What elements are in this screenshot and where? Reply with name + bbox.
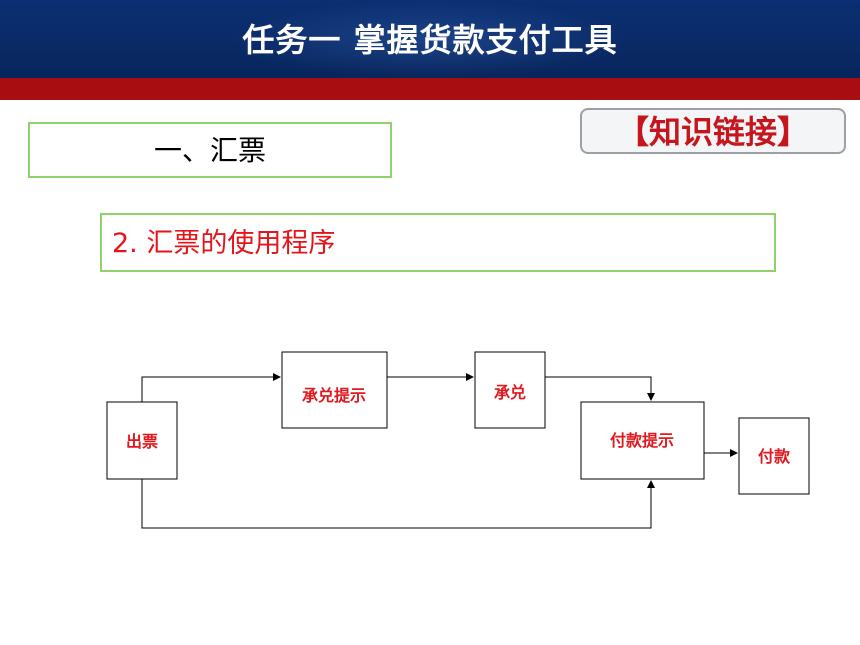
title-bar-glow <box>230 0 630 78</box>
title-bar: 任务一 掌握货款支付工具 <box>0 0 860 78</box>
node-acceptance-presentment-box <box>281 351 388 429</box>
arrow-issue-to-acceptance-presentment <box>141 373 281 402</box>
arrow-acceptance-to-payment-presentment <box>545 376 655 401</box>
node-payment-box <box>738 417 810 495</box>
node-acceptance-presentment-label: 承兑提示 <box>302 386 366 405</box>
knowledge-link-label: 【知识链接】 <box>616 113 809 151</box>
page-title: 任务一 掌握货款支付工具 <box>242 21 618 59</box>
arrow-issue-to-payment-presentment <box>141 479 655 529</box>
section-heading: 一、汇票 <box>153 134 266 167</box>
accent-bar <box>0 78 860 100</box>
node-acceptance-label: 承兑 <box>494 383 526 402</box>
section-heading-box: 一、汇票 <box>28 122 392 178</box>
node-issue-label: 出票 <box>126 432 158 451</box>
knowledge-link-tag: 【知识链接】 <box>580 108 846 154</box>
subsection-heading-box: 2. 汇票的使用程序 <box>100 213 776 272</box>
node-payment-presentment-box <box>580 401 705 480</box>
node-acceptance-box <box>474 351 546 429</box>
node-payment-presentment-label: 付款提示 <box>610 431 674 450</box>
subsection-heading: 2. 汇票的使用程序 <box>112 228 336 259</box>
node-payment-label: 付款 <box>758 447 791 466</box>
